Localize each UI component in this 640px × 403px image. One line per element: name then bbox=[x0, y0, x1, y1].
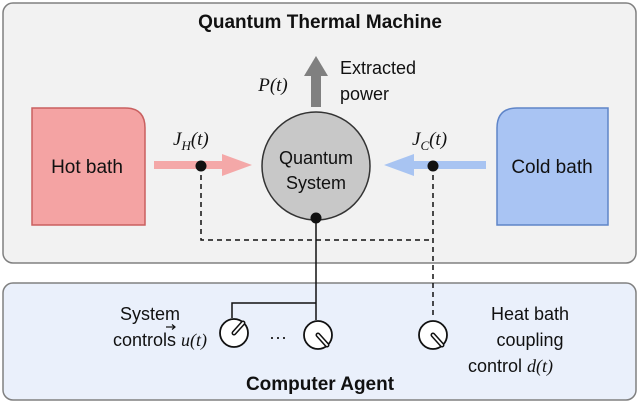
feedback-dashed-lines bbox=[200, 166, 434, 318]
coupling-control-knob bbox=[418, 320, 448, 350]
machine-title: Quantum Thermal Machine bbox=[198, 12, 442, 33]
coupling-control-line1: Heat bath bbox=[491, 304, 569, 324]
cold-flow-arrow bbox=[384, 154, 486, 176]
power-label-line2: power bbox=[340, 84, 389, 104]
system-control-knob-1 bbox=[219, 318, 249, 348]
ellipsis: ··· bbox=[269, 327, 287, 347]
agent-title: Computer Agent bbox=[246, 374, 395, 395]
cold-bath-box bbox=[496, 107, 609, 226]
cold-bath-label: Cold bath bbox=[511, 157, 592, 178]
coupling-control-line2: coupling bbox=[496, 330, 563, 350]
hot-flow-label: JH(t) bbox=[173, 129, 209, 153]
system-controls-line1: System bbox=[120, 304, 180, 324]
system-control-knob-2 bbox=[303, 320, 333, 350]
power-arrow bbox=[304, 56, 328, 107]
vector-arrow-icon bbox=[166, 324, 176, 330]
hot-flow-arrow bbox=[154, 154, 252, 176]
system-label-line1: Quantum bbox=[279, 148, 353, 168]
system-control-lines bbox=[231, 218, 317, 320]
cold-flow-label: JC(t) bbox=[412, 129, 447, 153]
hot-bath-label: Hot bath bbox=[51, 157, 123, 178]
coupling-control-line3: control d(t) bbox=[468, 356, 553, 377]
power-symbol: P(t) bbox=[257, 75, 288, 96]
system-controls-line2: controls u(t) bbox=[113, 330, 207, 351]
power-label-line1: Extracted bbox=[340, 58, 416, 78]
system-label-line2: System bbox=[286, 173, 346, 193]
hot-bath-box bbox=[31, 107, 146, 226]
